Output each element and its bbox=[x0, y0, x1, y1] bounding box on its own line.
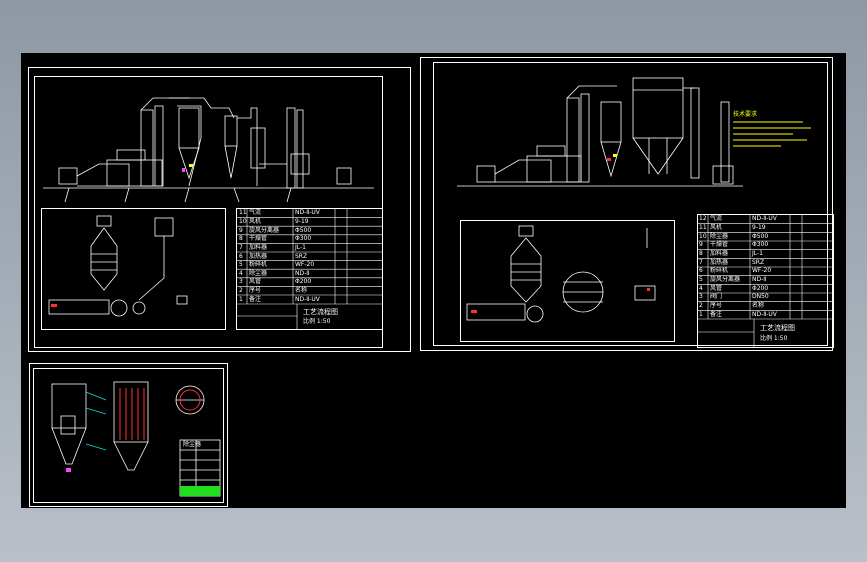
scale-text: 比例 1:50 bbox=[303, 318, 331, 325]
cad-model-space[interactable]: 11 气流 ND-Ⅱ-UV 10 风机 9-19 9 旋风分离器 Φ500 8 … bbox=[21, 53, 846, 508]
table-cell: 10 bbox=[699, 233, 707, 240]
table-cell: 加热器 bbox=[249, 253, 268, 260]
sheet-1-parts-table[interactable]: 11 气流 ND-Ⅱ-UV 10 风机 9-19 9 旋风分离器 Φ500 8 … bbox=[236, 208, 383, 330]
tech-notes-title: 技术要求 bbox=[733, 111, 758, 118]
sheet-2-elevation-view bbox=[457, 77, 743, 187]
drawing-title: 工艺流程图 bbox=[760, 324, 795, 332]
drawing-sheet-1[interactable]: 11 气流 ND-Ⅱ-UV 10 风机 9-19 9 旋风分离器 Φ500 8 … bbox=[28, 67, 411, 352]
table-cell: 3 bbox=[239, 278, 243, 285]
table-cell: WF-20 bbox=[295, 261, 315, 268]
table-cell: 旋风分离器 bbox=[710, 276, 741, 283]
table-cell: ND-Ⅱ bbox=[295, 270, 310, 277]
table-cell: 气流 bbox=[710, 215, 723, 222]
table-cell: 加热器 bbox=[710, 259, 729, 266]
table-cell: 2 bbox=[239, 287, 243, 294]
table-cell: 名称 bbox=[295, 287, 308, 294]
table-cell: Φ300 bbox=[752, 241, 769, 248]
table-cell: 4 bbox=[239, 270, 243, 277]
table-cell: 备注 bbox=[249, 296, 262, 303]
sheet-1-plan-view[interactable] bbox=[41, 208, 226, 330]
table-cell: 9-19 bbox=[752, 224, 766, 231]
drawing-title: 除尘器 bbox=[183, 441, 202, 448]
table-cell: ND-Ⅱ bbox=[752, 276, 767, 283]
table-cell: 名称 bbox=[752, 302, 765, 309]
table-cell: ND-Ⅱ-UV bbox=[295, 209, 320, 216]
drawing-sheet-3[interactable]: 除尘器 bbox=[29, 363, 228, 507]
table-cell: 4 bbox=[699, 285, 703, 292]
sheet-2-tech-notes bbox=[733, 121, 811, 147]
table-cell: ND-Ⅱ-UV bbox=[295, 296, 320, 303]
table-cell: 7 bbox=[699, 259, 703, 266]
table-cell: JL-1 bbox=[295, 244, 306, 251]
table-cell: 风管 bbox=[249, 278, 262, 285]
table-cell: 粉碎机 bbox=[710, 267, 729, 274]
table-cell: 10 bbox=[239, 218, 247, 225]
table-cell: 风机 bbox=[249, 218, 262, 225]
sheet-2-parts-table[interactable]: 12 气流 ND-Ⅱ-UV 11 风机 9-19 10 除尘器 Φ500 9 干… bbox=[697, 214, 834, 348]
table-cell: 12 bbox=[699, 215, 707, 222]
table-cell: 9 bbox=[239, 227, 243, 234]
table-cell: 序号 bbox=[710, 302, 723, 309]
table-cell: 1 bbox=[239, 296, 243, 303]
table-cell: 旋风分离器 bbox=[249, 227, 280, 234]
table-cell: 8 bbox=[239, 235, 243, 242]
table-cell: 风管 bbox=[710, 285, 723, 292]
scale-text: 比例 1:50 bbox=[760, 335, 788, 342]
sheet-2-border bbox=[433, 62, 828, 346]
sheet-3-collector-views bbox=[51, 381, 221, 497]
table-cell: Φ500 bbox=[752, 233, 769, 240]
table-cell: 6 bbox=[239, 253, 243, 260]
table-cell: WF-20 bbox=[752, 267, 772, 274]
table-cell: 阀门 bbox=[710, 293, 723, 300]
sheet-2-table-grid bbox=[698, 215, 833, 347]
table-cell: Φ500 bbox=[295, 227, 312, 234]
table-cell: SRZ bbox=[295, 253, 308, 260]
table-cell: 6 bbox=[699, 267, 703, 274]
table-cell: 5 bbox=[699, 276, 703, 283]
table-cell: 风机 bbox=[710, 224, 723, 231]
table-cell: 2 bbox=[699, 302, 703, 309]
table-cell: 序号 bbox=[249, 287, 262, 294]
table-cell: SRZ bbox=[752, 259, 765, 266]
table-cell: JL-1 bbox=[752, 250, 763, 257]
sheet-3-border bbox=[33, 368, 224, 503]
table-cell: 11 bbox=[699, 224, 707, 231]
sheet-1-table-grid bbox=[237, 209, 382, 329]
sheet-1-elevation-view bbox=[43, 97, 374, 203]
table-cell: Φ200 bbox=[295, 278, 312, 285]
sheet-2-plan-view[interactable] bbox=[460, 220, 675, 342]
table-cell: Φ200 bbox=[752, 285, 769, 292]
table-cell: 5 bbox=[239, 261, 243, 268]
table-cell: 干燥管 bbox=[710, 241, 729, 248]
table-cell: 7 bbox=[239, 244, 243, 251]
sheet-1-plan-drawing bbox=[48, 215, 188, 317]
table-cell: 11 bbox=[239, 209, 247, 216]
table-cell: 加料器 bbox=[710, 250, 729, 257]
table-cell: 加料器 bbox=[249, 244, 268, 251]
table-cell: 3 bbox=[699, 293, 703, 300]
table-cell: 备注 bbox=[710, 311, 723, 318]
table-cell: 8 bbox=[699, 250, 703, 257]
table-cell: DN50 bbox=[752, 293, 769, 300]
sheet-2-plan-drawing bbox=[466, 225, 656, 323]
table-cell: Φ300 bbox=[295, 235, 312, 242]
table-cell: 除尘器 bbox=[710, 233, 729, 240]
table-cell: 9 bbox=[699, 241, 703, 248]
drawing-title: 工艺流程图 bbox=[303, 308, 338, 316]
table-cell: 干燥管 bbox=[249, 235, 268, 242]
table-cell: 气流 bbox=[249, 209, 262, 216]
table-cell: ND-Ⅱ-UV bbox=[752, 311, 777, 318]
table-cell: 1 bbox=[699, 311, 703, 318]
table-cell: 粉碎机 bbox=[249, 261, 268, 268]
drawing-sheet-2[interactable]: 技术要求 bbox=[420, 57, 834, 351]
table-cell: 9-19 bbox=[295, 218, 309, 225]
table-cell: 除尘器 bbox=[249, 270, 268, 277]
table-cell: ND-Ⅱ-UV bbox=[752, 215, 777, 222]
